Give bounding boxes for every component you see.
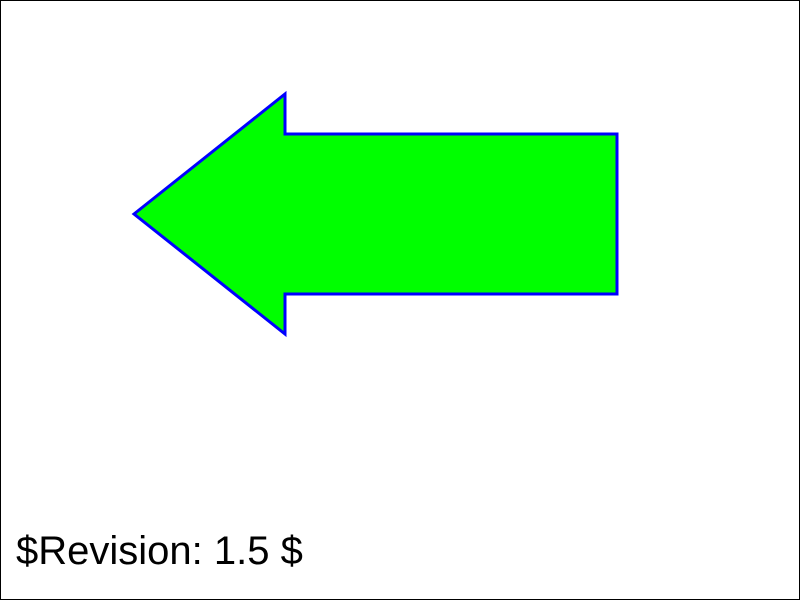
revision-label: $Revision: 1.5 $ [16,529,303,573]
left-arrow-shape [131,90,619,338]
